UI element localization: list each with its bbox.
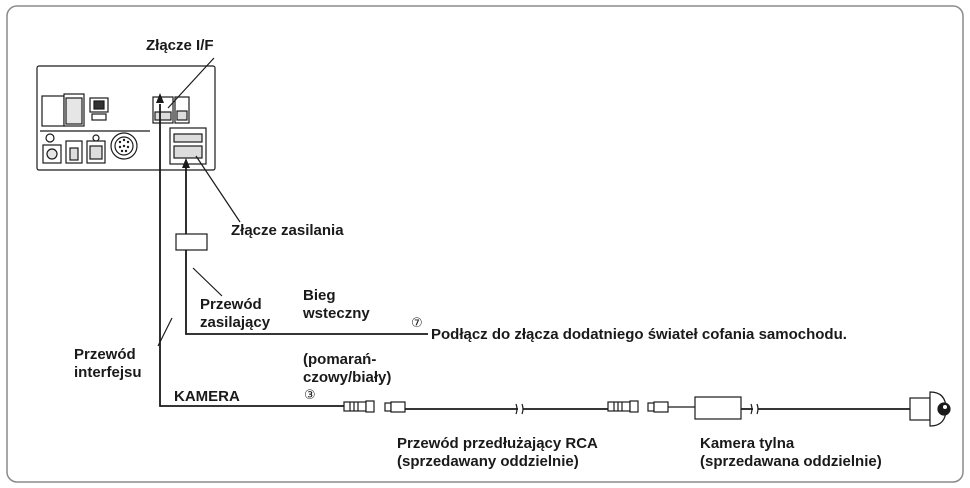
reverse-wire-color-line2: czowy/biały) bbox=[303, 369, 392, 386]
reverse-number-marker: ⑦ bbox=[411, 316, 423, 331]
reverse-label-line1: Bieg bbox=[303, 287, 336, 304]
power-cable-label-line2: zasilający bbox=[200, 314, 271, 331]
reverse-instruction: Podłącz do złącza dodatniego świateł cof… bbox=[431, 326, 847, 343]
rca-connectors bbox=[343, 396, 742, 420]
rear-camera-label-line2: (sprzedawana oddzielnie) bbox=[700, 453, 882, 470]
arrows bbox=[156, 93, 190, 168]
reverse-wire-color-line1: (pomarań- bbox=[303, 351, 377, 368]
if-connector-label: Złącze I/F bbox=[146, 37, 214, 54]
rca-extension-label-line2: (sprzedawany oddzielnie) bbox=[397, 453, 579, 470]
rear-camera bbox=[909, 391, 951, 427]
rca-extension-label-line1: Przewód przedłużający RCA bbox=[397, 435, 598, 452]
interface-cable-label-line1: Przewód bbox=[74, 346, 136, 363]
power-cable-label-line1: Przewód bbox=[200, 296, 262, 313]
leader-lines bbox=[157, 57, 241, 347]
camera-label: KAMERA bbox=[174, 388, 240, 405]
power-cable-fuse-box bbox=[175, 233, 208, 251]
diagram-frame bbox=[6, 5, 964, 483]
interface-cable-label-line2: interfejsu bbox=[74, 364, 142, 381]
reverse-label-line2: wsteczny bbox=[303, 305, 370, 322]
power-connector-label: Złącze zasilania bbox=[231, 222, 344, 239]
camera-number-marker: ③ bbox=[304, 388, 316, 403]
cable-break-marks bbox=[515, 403, 759, 415]
head-unit-rear bbox=[36, 65, 216, 171]
rear-camera-label-line1: Kamera tylna bbox=[700, 435, 795, 452]
cables bbox=[159, 104, 920, 410]
